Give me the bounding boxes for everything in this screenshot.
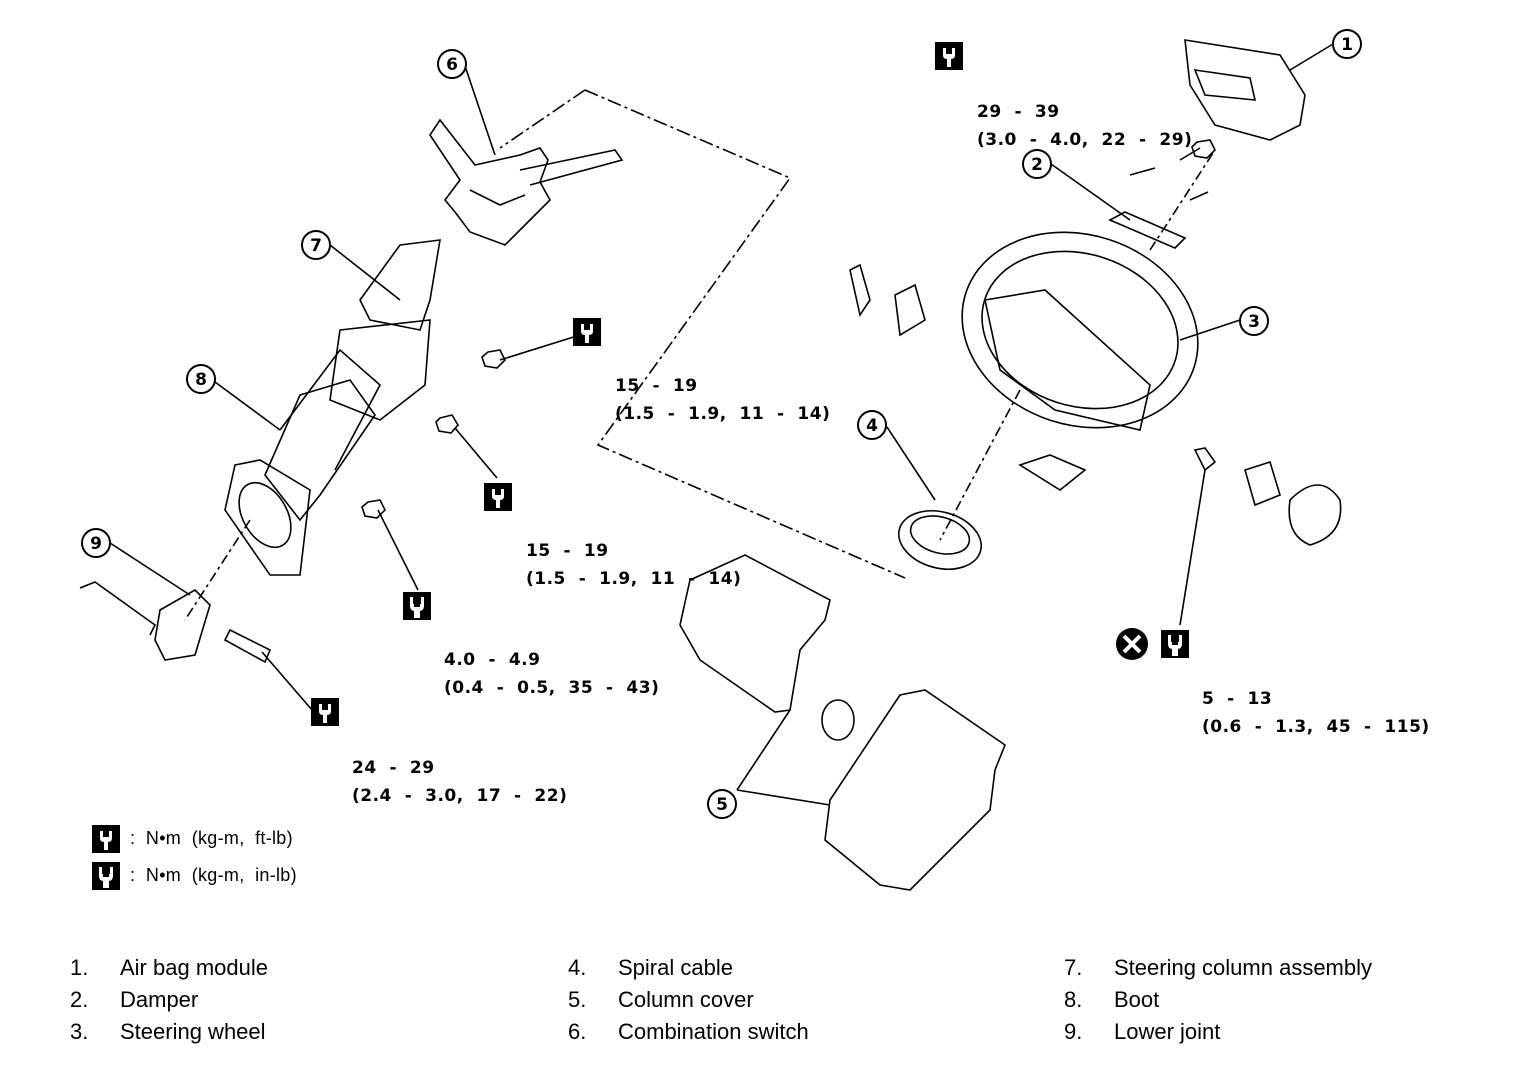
boot: [264, 379, 376, 522]
list-item: 1.Air bag module: [70, 955, 268, 980]
do-not-reuse-icon: [1116, 628, 1148, 660]
list-item: 2.Damper: [70, 987, 199, 1012]
torque-spec-column-nut-lower: 15 - 19(1.5 - 1.9, 11 - 14): [526, 541, 742, 589]
torque-wrench-icon: [573, 318, 601, 346]
torque-wrench-icon: [935, 42, 963, 70]
spiral-cable: [897, 510, 983, 570]
list-item: 6.Combination switch: [568, 1019, 809, 1044]
torque-wrench-small-icon: [92, 862, 120, 890]
air-bag-module: [1184, 39, 1306, 141]
torque-wrench-icon: [484, 483, 512, 511]
steering-column: [359, 239, 441, 331]
torque-wrench-icon: [311, 698, 339, 726]
torque-spec-wheel-bolt: 5 - 13(0.6 - 1.3, 45 - 115): [1202, 689, 1430, 737]
callout-6: 6: [446, 55, 458, 75]
callout-4: 4: [866, 416, 878, 436]
callout-3: 3: [1248, 312, 1260, 332]
parts-list-col-2: 4.Spiral cable 5.Column cover 6.Combinat…: [568, 952, 809, 1048]
list-item: 8.Boot: [1064, 987, 1160, 1012]
combination-switch: [429, 118, 551, 246]
column-cover-lower: [824, 689, 1006, 891]
callout-9: 9: [90, 534, 102, 554]
steering-wheel: [961, 231, 1199, 429]
torque-spec-boot-nut: 4.0 - 4.9(0.4 - 0.5, 35 - 43): [444, 650, 660, 698]
list-item: 3.Steering wheel: [70, 1019, 266, 1044]
column-cover-upper: [679, 554, 831, 713]
list-item: 9.Lower joint: [1064, 1019, 1221, 1044]
callout-7: 7: [310, 236, 322, 256]
torque-spec-airbag: 29 - 39(3.0 - 4.0, 22 - 29): [977, 102, 1193, 150]
callout-2: 2: [1031, 155, 1043, 175]
legend-ft-lb: : N•m (kg-m, ft-lb): [130, 828, 293, 848]
list-item: 4.Spiral cable: [568, 955, 733, 980]
legend-in-lb: : N•m (kg-m, in-lb): [130, 865, 297, 885]
torque-wrench-small-icon: [1161, 630, 1189, 658]
lower-joint: [154, 589, 211, 661]
torque-wrench-small-icon: [403, 592, 431, 620]
damper: [1108, 211, 1187, 249]
list-item: 7.Steering column assembly: [1064, 955, 1373, 980]
callout-1: 1: [1341, 35, 1353, 55]
callout-8: 8: [195, 370, 207, 390]
torque-wrench-icon: [92, 825, 120, 853]
list-item: 5.Column cover: [568, 987, 754, 1012]
parts-list-col-3: 7.Steering column assembly 8.Boot 9.Lowe…: [1064, 952, 1372, 1048]
parts-list-col-1: 1.Air bag module 2.Damper 3.Steering whe…: [70, 952, 268, 1048]
torque-spec-column-nut-upper: 15 - 19(1.5 - 1.9, 11 - 14): [615, 376, 831, 424]
callout-5: 5: [716, 795, 728, 815]
torque-spec-lower-joint: 24 - 29(2.4 - 3.0, 17 - 22): [352, 758, 568, 806]
